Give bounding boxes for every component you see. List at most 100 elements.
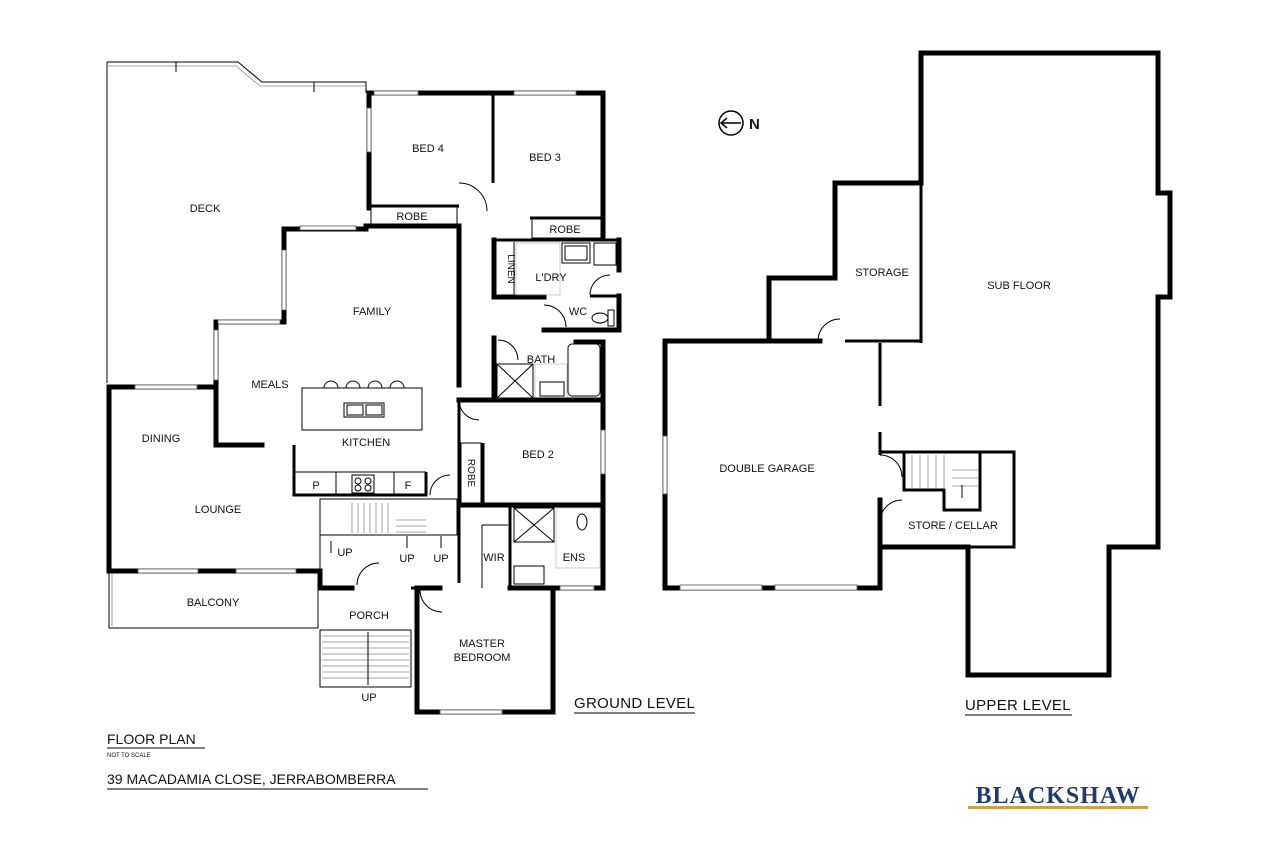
family-left-wall — [213, 226, 287, 448]
door-swing — [879, 499, 903, 523]
window — [213, 329, 219, 381]
label-ens: ENS — [563, 552, 586, 564]
label-bath: BATH — [527, 354, 556, 366]
door-swing — [543, 304, 567, 328]
deck-edge — [107, 65, 366, 87]
window — [299, 225, 357, 231]
ensuite-tiles — [555, 507, 601, 569]
stool — [367, 380, 383, 389]
wc-wall — [541, 293, 622, 333]
porch-wall — [317, 568, 355, 591]
label-kitchen: KITCHEN — [342, 437, 390, 449]
label-bed4: BED 4 — [412, 143, 444, 155]
cooktop-burner — [364, 484, 372, 492]
door-swing — [429, 474, 451, 496]
north-label: N — [749, 116, 760, 133]
window — [281, 249, 287, 311]
stool — [323, 380, 339, 389]
label-bed2: BED 2 — [522, 449, 554, 461]
window — [235, 568, 297, 574]
window — [366, 107, 372, 153]
stool — [345, 380, 361, 389]
island-sink-bowl — [365, 404, 383, 416]
washer — [593, 242, 617, 266]
scale-note: NOT TO SCALE — [107, 753, 151, 759]
label-balcony: BALCONY — [187, 597, 240, 609]
door-swing — [589, 274, 611, 296]
cellar-stair-wall — [902, 452, 982, 512]
brand-underline — [968, 806, 1148, 809]
brand-logo: BLACKSHAW — [975, 783, 1140, 809]
laundry-wall — [491, 237, 547, 300]
door-swing — [879, 454, 903, 478]
label-store-cellar: STORE / CELLAR — [908, 520, 998, 532]
stair-treads — [351, 503, 426, 533]
storage-wall — [766, 180, 924, 344]
shower-screen — [496, 363, 534, 399]
label-robe-bed4: ROBE — [396, 211, 427, 223]
laundry-tub — [561, 242, 591, 264]
label-lounge: LOUNGE — [195, 504, 241, 516]
ensuite-vanity — [513, 565, 545, 585]
label-double-garage: DOUBLE GARAGE — [719, 463, 814, 475]
door-swing — [419, 589, 443, 613]
window — [439, 709, 503, 715]
label-robe-bed3: ROBE — [549, 224, 580, 236]
window — [134, 384, 198, 390]
room-labels: DECK BED 4 BED 3 ROBE ROBE LINEN L'DRY W… — [142, 143, 1051, 704]
cooktop-burner — [364, 477, 372, 485]
window — [662, 435, 668, 495]
window — [373, 90, 419, 96]
bed3-robe — [531, 218, 602, 239]
label-sub-floor: SUB FLOOR — [987, 280, 1051, 292]
north-arrow-icon — [718, 110, 744, 136]
label-deck: DECK — [190, 203, 221, 215]
floor-plan-title: FLOOR PLAN — [107, 731, 196, 747]
label-robe-bed2: ROBE — [465, 459, 476, 488]
bathtub — [567, 343, 601, 397]
label-bed3: BED 3 — [529, 152, 561, 164]
door-swing — [356, 562, 380, 586]
garage-door — [679, 584, 763, 591]
label-linen: LINEN — [505, 254, 516, 283]
stair-block — [319, 498, 458, 536]
label-wc: WC — [569, 306, 587, 318]
island-sink-bowl — [346, 404, 364, 416]
subfloor-wall — [877, 50, 1173, 678]
window — [217, 319, 281, 325]
garage-wall — [662, 338, 883, 591]
cooktop — [351, 474, 375, 494]
deck-outline — [106, 61, 367, 383]
toilet — [591, 312, 609, 324]
label-up-stair-mid: UP — [399, 553, 414, 565]
ensuite-toilet — [576, 513, 588, 531]
window — [137, 568, 199, 574]
porch-treads — [322, 635, 409, 679]
label-wir: WIR — [483, 552, 504, 564]
stool — [389, 380, 405, 389]
bath-wall — [491, 335, 606, 403]
label-up-stair-left: UP — [337, 547, 352, 559]
label-family: FAMILY — [353, 306, 392, 318]
toilet-cistern — [607, 309, 615, 327]
garage-door — [774, 584, 858, 591]
island-sink — [343, 402, 385, 418]
balcony-outline — [108, 573, 319, 629]
label-laundry: L'DRY — [535, 272, 567, 284]
laundry-tiles — [515, 242, 561, 296]
label-porch: PORCH — [349, 610, 389, 622]
bath-vanity — [539, 381, 565, 397]
ground-level-title: GROUND LEVEL — [574, 695, 695, 712]
door-swing — [458, 399, 480, 421]
label-meals: MEALS — [251, 379, 288, 391]
door-swing — [458, 182, 488, 212]
cooktop-burner — [354, 477, 362, 485]
ensuite-wall — [456, 502, 606, 591]
porch-steps — [319, 629, 412, 688]
cellar-treads — [911, 455, 978, 488]
laundry-tub-bowl — [564, 245, 588, 261]
window — [513, 90, 577, 96]
door-swing — [497, 339, 519, 361]
label-up-porch: UP — [361, 692, 376, 704]
